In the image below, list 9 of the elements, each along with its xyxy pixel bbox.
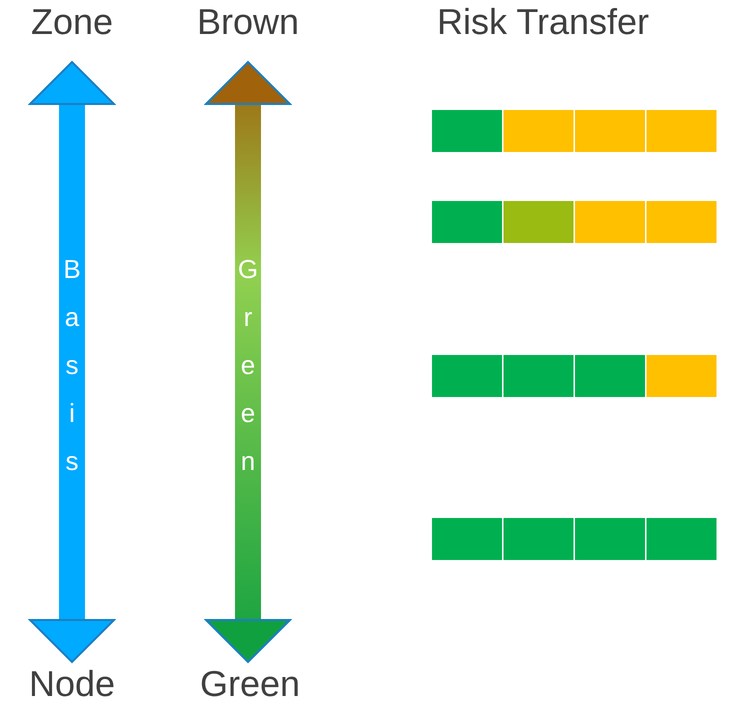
double-arrow: [29, 61, 115, 663]
axis-end-label: Green: [185, 664, 315, 704]
axis-end-label: Node: [12, 664, 132, 704]
axis-end-label: Brown: [183, 2, 313, 42]
double-arrow: [205, 61, 291, 663]
edge-label: Basis: [63, 253, 81, 478]
edge-label: Green: [238, 253, 258, 478]
column-heading: Risk Transfer: [437, 2, 650, 42]
axis-end-label: Zone: [12, 2, 132, 42]
